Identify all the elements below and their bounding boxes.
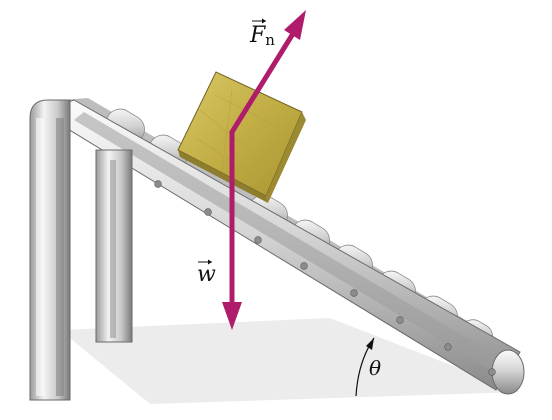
normal-force-subscript: n (265, 31, 275, 49)
floor-shadow (60, 318, 520, 404)
block (177, 71, 306, 203)
svg-text:Fn: Fn (249, 23, 275, 49)
normal-force-label: Fn (249, 18, 275, 49)
normal-force-vector (229, 10, 306, 142)
weight-label: w (197, 259, 216, 287)
support-legs (29, 99, 133, 401)
weight-symbol: w (197, 262, 216, 287)
angle-label: θ (369, 356, 381, 380)
normal-force-symbol: F (249, 23, 266, 48)
weight-vector (222, 140, 242, 330)
angle-marker: θ (355, 337, 381, 397)
